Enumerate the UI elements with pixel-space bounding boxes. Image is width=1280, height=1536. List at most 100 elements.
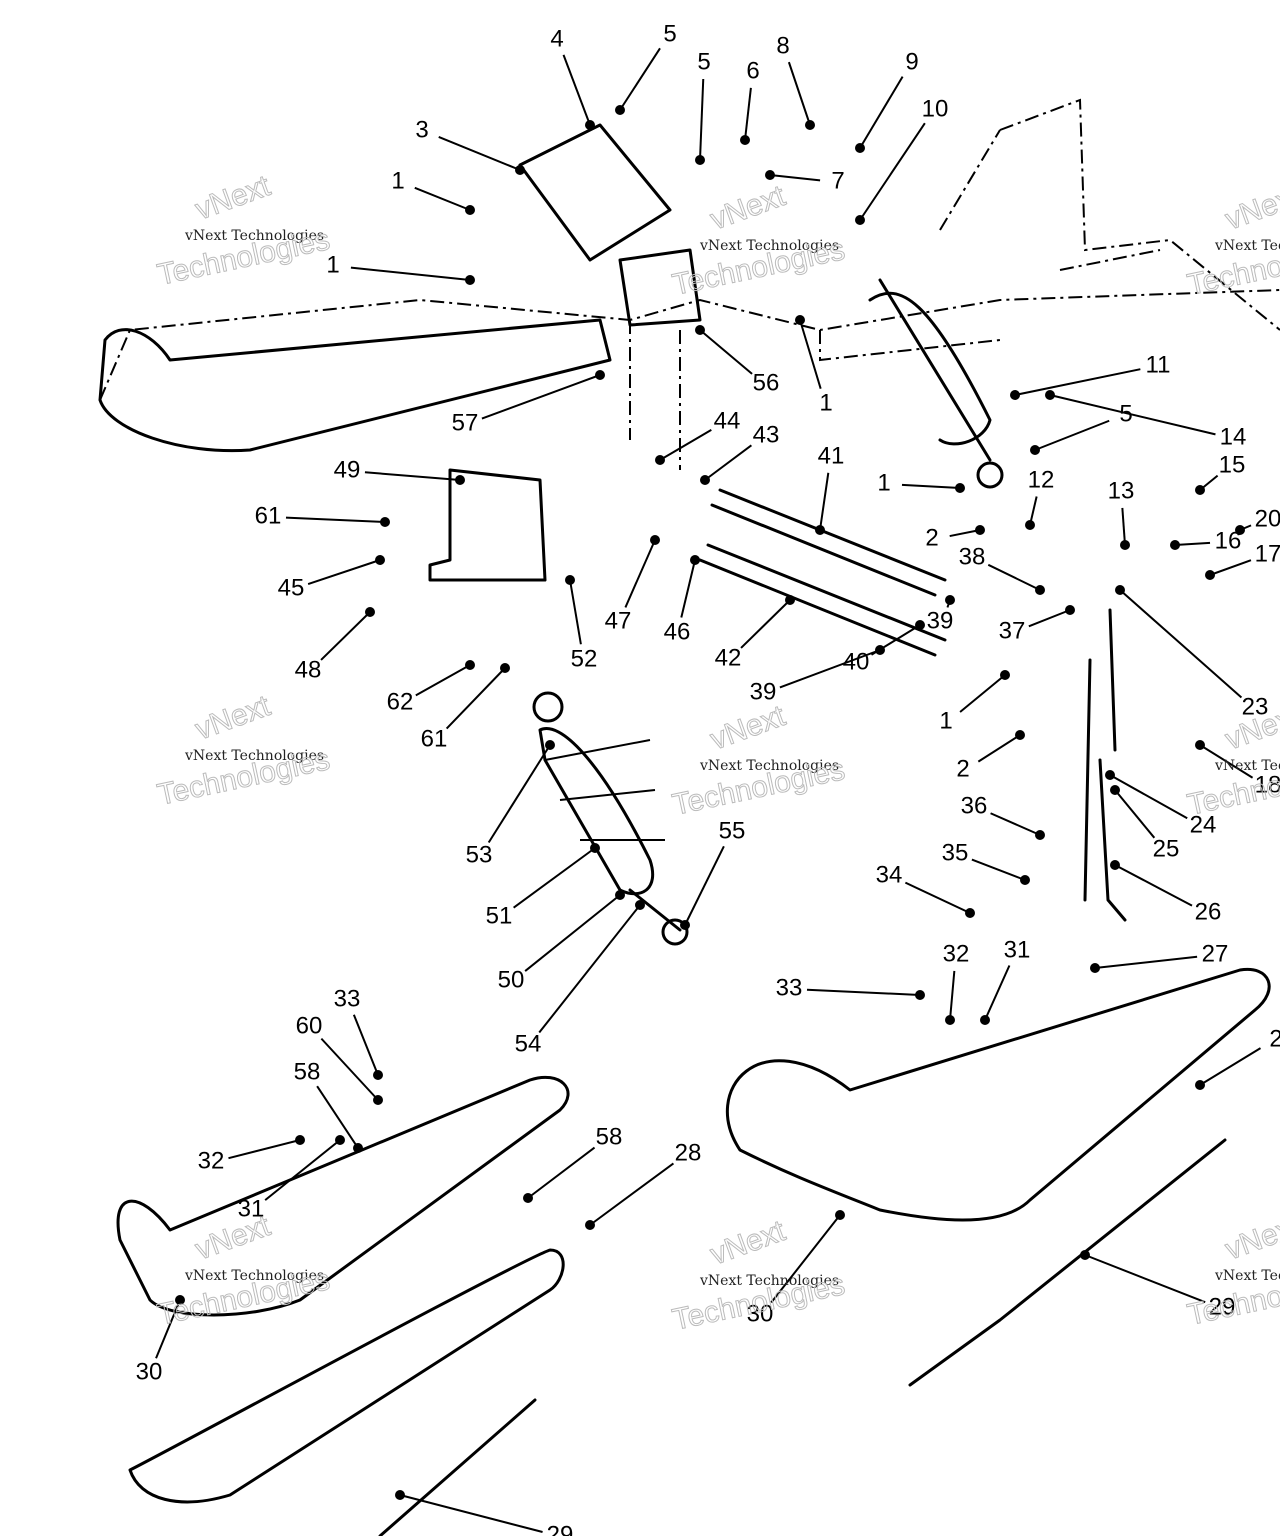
fastener-icon xyxy=(595,370,605,380)
fastener-icon xyxy=(695,325,705,335)
fastener-icon xyxy=(690,555,700,565)
part-label-24: 24 xyxy=(1190,811,1217,838)
svg-text:vNext Technologies: vNext Technologies xyxy=(1214,1268,1280,1284)
part-label-57: 57 xyxy=(452,409,479,436)
leader-line xyxy=(414,186,471,211)
leader-line xyxy=(744,87,752,141)
leader-line xyxy=(350,266,471,281)
fastener-icon xyxy=(945,1015,955,1025)
fastener-icon xyxy=(373,1070,383,1080)
fastener-icon xyxy=(980,1015,990,1025)
part-label-4: 4 xyxy=(550,25,563,52)
leader-line xyxy=(481,374,601,420)
leader-line xyxy=(680,559,696,618)
leader-line xyxy=(1121,507,1126,546)
fastener-icon xyxy=(1000,670,1010,680)
part-label-43: 43 xyxy=(753,421,780,448)
leader-line xyxy=(307,559,381,585)
fastener-icon xyxy=(975,525,985,535)
fastener-icon xyxy=(1035,830,1045,840)
fastener-icon xyxy=(545,740,555,750)
fastener-icon xyxy=(365,607,375,617)
fastener-icon xyxy=(855,215,865,225)
fastener-icon xyxy=(373,1095,383,1105)
fastener-icon xyxy=(1195,1080,1205,1090)
leader-line xyxy=(859,76,904,149)
part-label-5: 5 xyxy=(663,20,676,47)
leader-line xyxy=(740,599,791,649)
leader-line xyxy=(659,429,712,461)
part-label-11: 11 xyxy=(1146,351,1171,378)
fastener-icon xyxy=(1045,390,1055,400)
part-label-27: 27 xyxy=(1202,940,1229,967)
leader-line xyxy=(1028,609,1071,628)
part-label-29: 29 xyxy=(1209,1293,1236,1320)
part-label-48: 48 xyxy=(295,656,322,683)
part-label-8: 8 xyxy=(776,32,789,59)
leader-line xyxy=(806,988,921,996)
fastener-icon xyxy=(785,595,795,605)
leader-line xyxy=(699,329,753,375)
svg-text:vNext: vNext xyxy=(706,699,790,756)
radius-rod-42 xyxy=(698,543,947,657)
svg-text:vNext: vNext xyxy=(706,1214,790,1271)
component-drawings xyxy=(98,98,1280,1536)
ski-runner-left xyxy=(378,1398,537,1536)
ski-runner-29 xyxy=(908,1138,1227,1387)
leader-line xyxy=(438,135,521,171)
leader-line xyxy=(1114,789,1156,839)
leader-line xyxy=(445,667,506,730)
leader-line xyxy=(364,471,461,481)
svg-text:vNext Technologies: vNext Technologies xyxy=(699,758,839,774)
fastener-icon xyxy=(455,475,465,485)
fastener-icon xyxy=(740,135,750,145)
part-label-31: 31 xyxy=(238,1195,265,1222)
fastener-icon xyxy=(795,315,805,325)
leader-line xyxy=(562,54,591,126)
fastener-icon xyxy=(1205,570,1215,580)
part-label-40: 40 xyxy=(843,648,870,675)
fastener-icon xyxy=(1105,770,1115,780)
fastener-icon xyxy=(1035,585,1045,595)
plate-56 xyxy=(618,248,702,327)
fastener-icon xyxy=(353,1143,363,1153)
leader-line xyxy=(1199,744,1254,779)
fastener-icon xyxy=(565,575,575,585)
fastener-icon xyxy=(1120,540,1130,550)
part-label-30: 30 xyxy=(747,1300,774,1327)
leader-line xyxy=(819,472,830,531)
part-label-51: 51 xyxy=(486,902,513,929)
part-label-37: 37 xyxy=(999,617,1026,644)
fastener-icon xyxy=(380,517,390,527)
part-label-17: 17 xyxy=(1255,540,1280,567)
svg-text:vNext: vNext xyxy=(191,169,275,226)
leader-line xyxy=(949,970,956,1021)
leader-line xyxy=(949,529,981,538)
leader-line xyxy=(1084,1254,1206,1304)
chassis-outline xyxy=(99,98,1280,470)
fastener-icon xyxy=(465,660,475,670)
part-label-5: 5 xyxy=(1119,400,1132,427)
part-label-18: 18 xyxy=(1255,771,1280,798)
link-4 xyxy=(518,123,672,262)
leader-line xyxy=(901,483,961,489)
fastener-icon xyxy=(585,1220,595,1230)
part-label-25: 25 xyxy=(1153,835,1180,862)
part-label-61: 61 xyxy=(255,502,282,529)
fastener-icon xyxy=(1110,860,1120,870)
part-label-33: 33 xyxy=(334,985,361,1012)
fastener-icon xyxy=(1090,963,1100,973)
leader-line xyxy=(1119,589,1243,699)
fastener-icon xyxy=(1015,730,1025,740)
fastener-icon xyxy=(1115,585,1125,595)
leader-line xyxy=(904,881,971,914)
leader-line xyxy=(1114,864,1193,907)
part-label-12: 12 xyxy=(1028,466,1055,493)
part-label-49: 49 xyxy=(334,456,361,483)
leader-line xyxy=(1049,394,1216,436)
fastener-icon xyxy=(395,1490,405,1500)
fastener-icon xyxy=(1025,520,1035,530)
leader-line xyxy=(624,539,656,608)
